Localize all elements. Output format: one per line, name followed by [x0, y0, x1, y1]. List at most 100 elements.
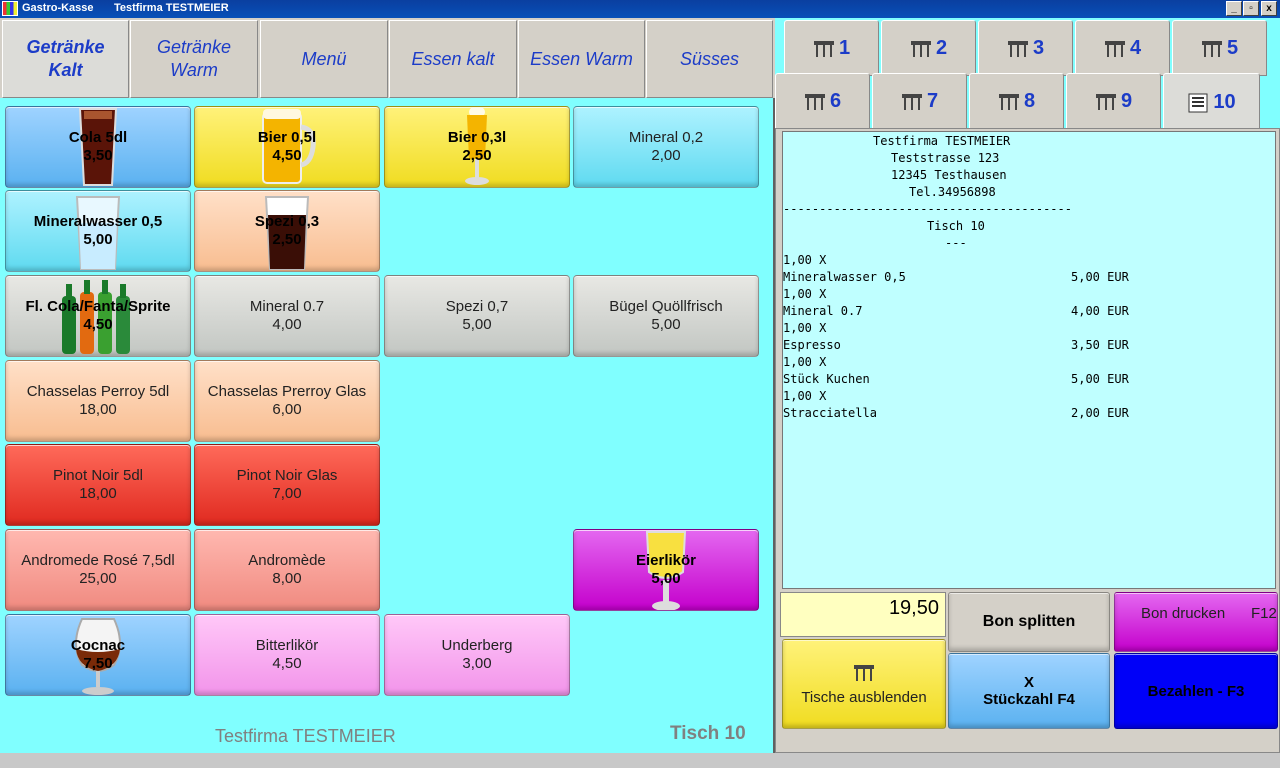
- pay-button[interactable]: Bezahlen - F3: [1114, 653, 1278, 729]
- product-name: Mineral 0,2: [628, 129, 704, 146]
- receipt-item-amount: 5,00 EUR: [1071, 372, 1129, 386]
- table-tab-label: 7: [926, 89, 939, 112]
- category-tab-4[interactable]: Essen Warm: [518, 20, 645, 98]
- table-tab-10[interactable]: 10: [1163, 73, 1260, 131]
- product-name: Andromède: [248, 552, 326, 569]
- product-name: Spezi 0,7: [445, 298, 509, 315]
- table-tab-label: 5: [1226, 36, 1239, 59]
- product-name: Fl. Cola/Fanta/Sprite: [25, 298, 171, 315]
- hide-tables-button[interactable]: Tische ausblenden: [782, 639, 946, 729]
- title-bar: Gastro-Kasse Testfirma TESTMEIER _ ▫ x: [0, 0, 1280, 18]
- product-price: 18,00: [79, 401, 117, 418]
- table-tab-9[interactable]: 9: [1066, 73, 1161, 129]
- product-name: Bier 0,3l: [447, 129, 507, 146]
- app-icon: [2, 1, 18, 16]
- category-tab-label: Getränke Warm: [156, 37, 232, 80]
- quantity-button[interactable]: X Stückzahl F4: [948, 653, 1110, 729]
- product-price: 2,50: [272, 231, 302, 248]
- product-name: Mineralwasser 0,5: [33, 213, 163, 230]
- receipt-item-name: Stracciatella: [783, 406, 877, 420]
- product-price: 7,00: [272, 485, 302, 502]
- receipt-header-line: 12345 Testhausen: [891, 168, 1007, 182]
- category-tab-label: Menü: [301, 48, 347, 69]
- table-tab-3[interactable]: 3: [978, 20, 1073, 76]
- product-price: 2,50: [462, 147, 492, 164]
- table-icon: [998, 92, 1020, 110]
- category-tab-0[interactable]: Getränke Kalt: [2, 20, 129, 98]
- product-name: Andromede Rosé 7,5dl: [21, 552, 175, 569]
- category-tab-1[interactable]: Getränke Warm: [130, 20, 258, 98]
- footer-company: Testfirma TESTMEIER: [215, 726, 396, 746]
- receipt-icon: [1187, 93, 1209, 113]
- table-tab-4[interactable]: 4: [1075, 20, 1170, 76]
- category-tab-5[interactable]: Süsses: [646, 20, 773, 98]
- split-bill-label: Bon splitten: [982, 613, 1076, 630]
- table-tab-2[interactable]: 2: [881, 20, 976, 76]
- receipt-item-name: Stück Kuchen: [783, 372, 870, 386]
- table-tab-label: 1: [838, 36, 851, 59]
- receipt-table: Tisch 10: [927, 219, 985, 233]
- print-bill-button[interactable]: Bon drucken F12: [1114, 592, 1278, 652]
- company-title: Testfirma TESTMEIER: [114, 2, 229, 14]
- product-price: 3,00: [462, 655, 492, 672]
- minimize-button[interactable]: _: [1226, 1, 1242, 16]
- total-display: 19,50: [780, 592, 946, 637]
- product-price: 18,00: [79, 485, 117, 502]
- receipt-item-amount: 5,00 EUR: [1071, 270, 1129, 284]
- table-icon: [1095, 92, 1117, 110]
- glass-cola-icon: [76, 107, 120, 187]
- product-name: Chasselas Prerroy Glas: [207, 383, 367, 400]
- category-tab-label: Essen Warm: [530, 48, 633, 69]
- split-bill-button[interactable]: Bon splitten: [948, 592, 1110, 652]
- footer-table: Tisch 10: [670, 723, 746, 744]
- table-tab-5[interactable]: 5: [1172, 20, 1267, 76]
- table-tab-6[interactable]: 6: [775, 73, 870, 129]
- product-name: Pinot Noir Glas: [236, 467, 338, 484]
- category-tab-3[interactable]: Essen kalt: [389, 20, 517, 98]
- product-price: 4,50: [83, 316, 113, 333]
- product-name: Chasselas Perroy 5dl: [26, 383, 170, 400]
- quantity-x: X: [1023, 674, 1034, 691]
- close-button[interactable]: x: [1261, 1, 1277, 16]
- receipt-item-amount: 2,00 EUR: [1071, 406, 1129, 420]
- product-price: 4,50: [272, 147, 302, 164]
- table-tab-1[interactable]: 1: [784, 20, 879, 76]
- product-price: 25,00: [79, 570, 117, 587]
- receipt-item-name: Mineralwasser 0,5: [783, 270, 906, 284]
- receipt-separator: ----------------------------------------: [783, 202, 1072, 216]
- table-icon: [910, 39, 932, 57]
- table-tab-7[interactable]: 7: [872, 73, 967, 129]
- print-bill-label: Bon drucken: [1141, 605, 1226, 622]
- category-tab-label: Getränke Kalt: [26, 37, 105, 80]
- cognac-glass-icon: [68, 615, 128, 695]
- receipt-header-line: Teststrasse 123: [891, 151, 1000, 165]
- category-tab-2[interactable]: Menü: [260, 20, 388, 98]
- table-tab-label: 2: [935, 36, 948, 59]
- product-name: Mineral 0.7: [249, 298, 325, 315]
- product-price: 5,00: [651, 316, 681, 333]
- maximize-button[interactable]: ▫: [1243, 1, 1259, 16]
- table-tab-8[interactable]: 8: [969, 73, 1064, 129]
